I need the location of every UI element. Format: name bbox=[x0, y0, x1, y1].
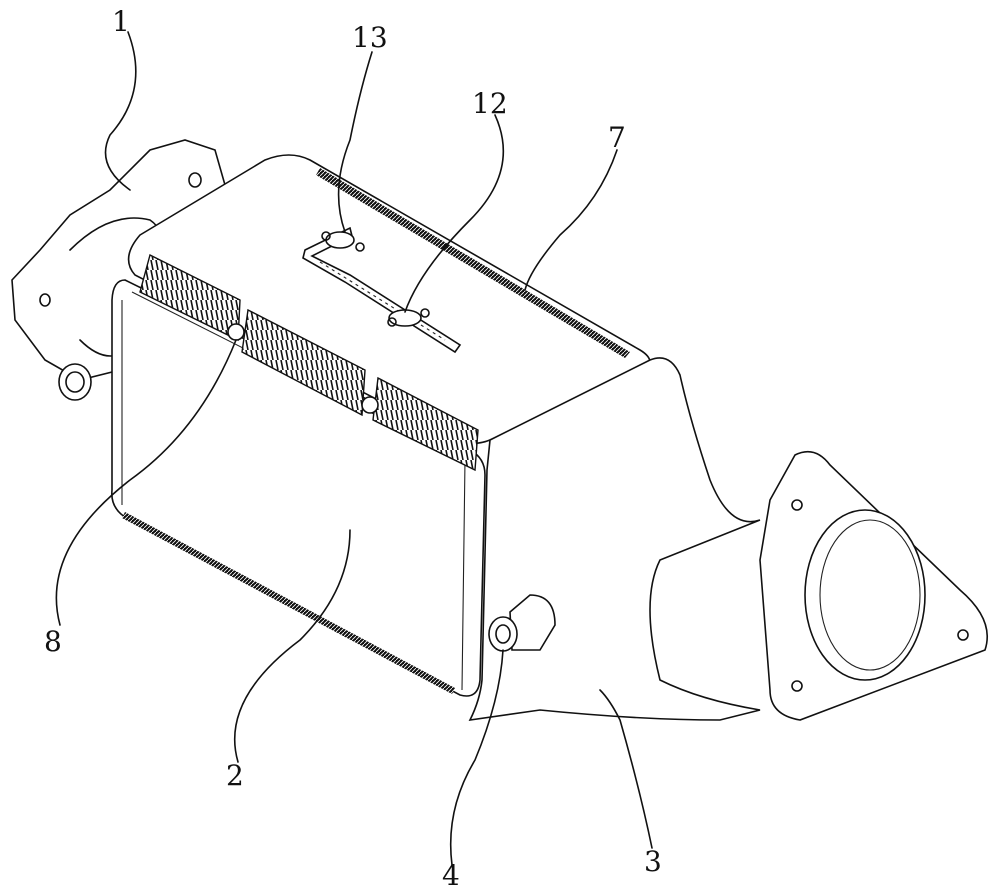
label-3: 3 bbox=[644, 848, 662, 876]
label-12: 12 bbox=[472, 90, 508, 118]
housing-body bbox=[112, 155, 760, 720]
label-1: 1 bbox=[112, 8, 130, 36]
outlet-flange bbox=[760, 452, 987, 720]
label-4: 4 bbox=[442, 862, 460, 890]
label-2: 2 bbox=[226, 762, 244, 790]
label-13: 13 bbox=[352, 24, 388, 52]
label-7: 7 bbox=[608, 124, 626, 152]
label-8: 8 bbox=[44, 628, 62, 656]
